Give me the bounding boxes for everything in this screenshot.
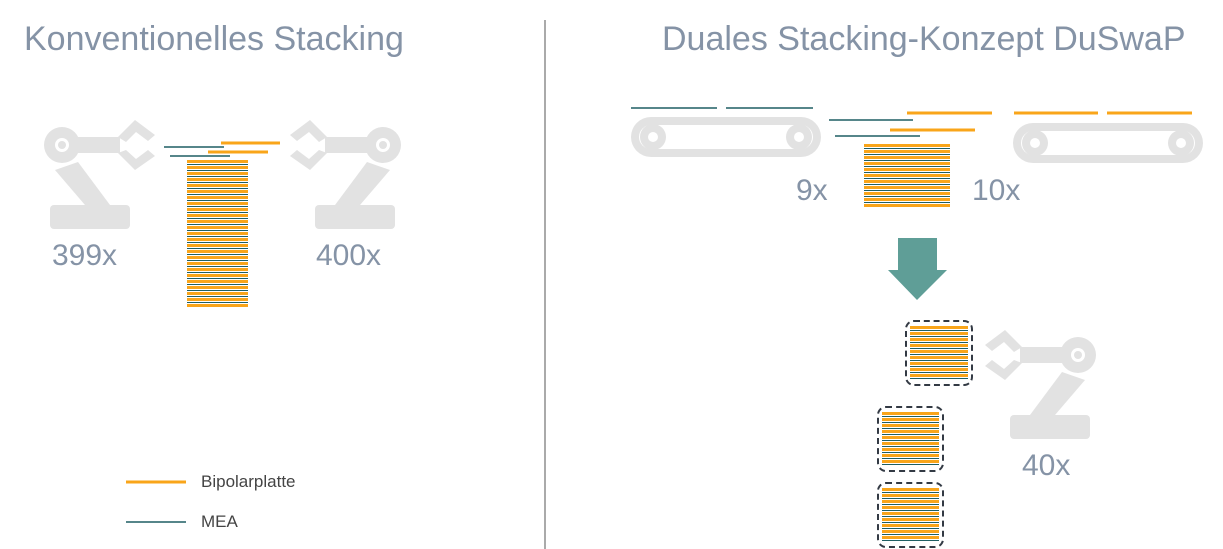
count-robot-left: 399x [52,239,118,272]
right-title: Duales Stacking-Konzept DuSwaP [662,20,1186,58]
duswap-stack [864,144,950,208]
substack-box [877,482,944,548]
legend-mea-label: MEA [201,512,238,531]
conveyor-icon [631,117,821,157]
substack-box [877,406,944,472]
arrow-down-icon [888,238,947,300]
count-conveyor-right: 10x [972,174,1021,207]
conventional-stack [187,160,248,308]
substack-box [905,320,973,386]
legend-bipolar-label: Bipolarplatte [201,472,296,491]
robot-arm-icon [985,330,1096,439]
left-title: Konventionelles Stacking [24,20,404,58]
count-conveyor-left: 9x [796,174,828,207]
conveyor-icon [1013,123,1203,163]
count-robot-right: 400x [316,239,382,272]
robot-arm-icon [290,120,401,229]
count-robot-substack: 40x [1022,449,1071,482]
robot-arm-icon [44,120,155,229]
